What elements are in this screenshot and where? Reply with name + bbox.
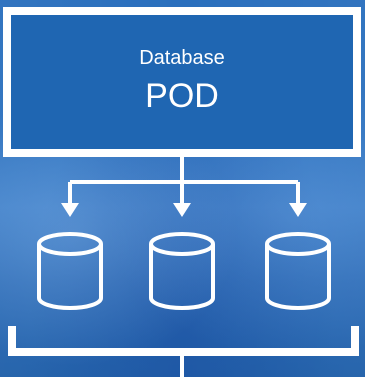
arrow-center	[173, 182, 191, 217]
arrow-left	[61, 182, 79, 217]
arrow-right	[289, 182, 307, 217]
database-cylinder-icon	[149, 232, 215, 310]
bottom-bracket	[8, 326, 359, 356]
pod-box	[3, 7, 361, 157]
database-cylinder-icon	[265, 232, 331, 310]
database-cylinder-icon	[37, 232, 103, 310]
